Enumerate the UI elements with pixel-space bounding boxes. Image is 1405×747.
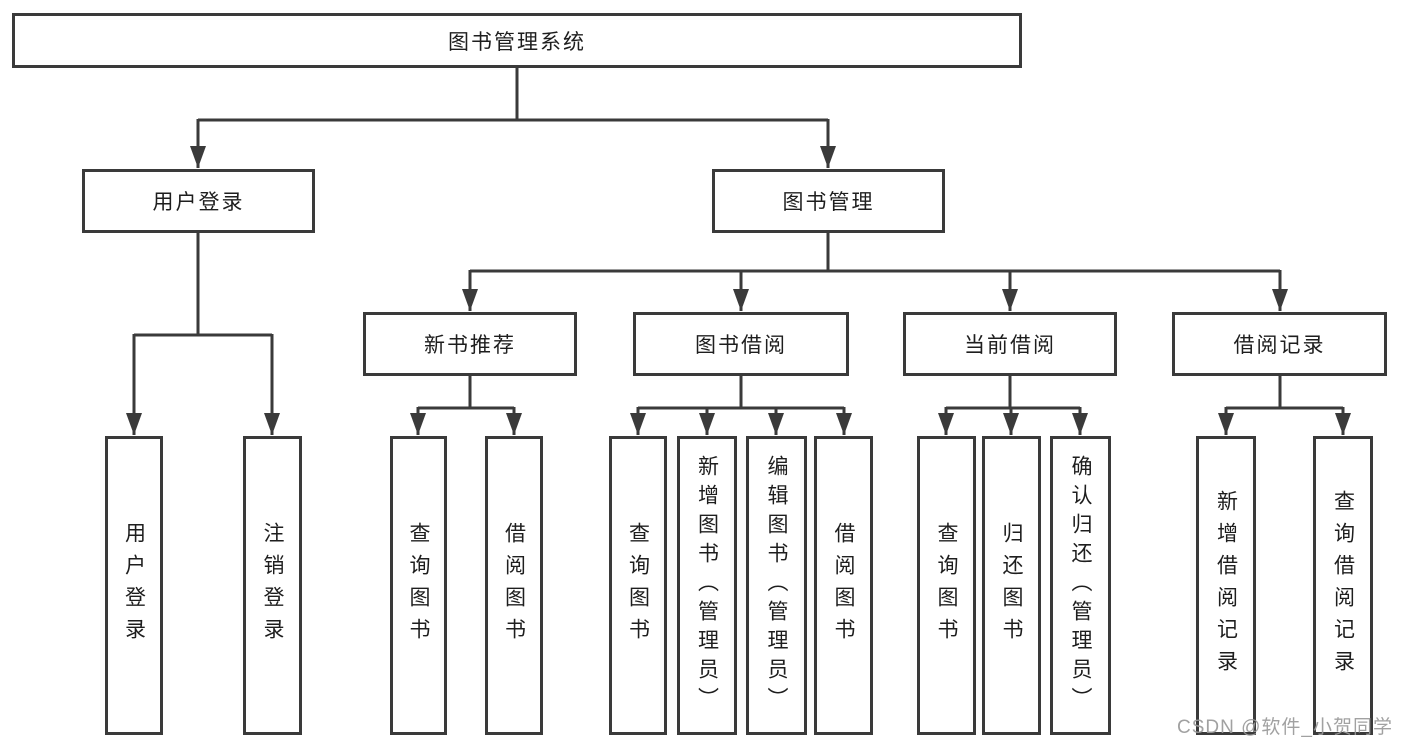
node-new-book-recommend: 新书推荐: [363, 312, 577, 376]
node-label: 图书管理: [782, 191, 875, 214]
node-user-login: 用户登录: [82, 169, 315, 233]
node-add-borrow-record: 新增借阅记录: [1196, 436, 1256, 735]
node-query-borrow-record: 查询借阅记录: [1313, 436, 1373, 735]
node-label: 借阅图书: [502, 521, 526, 650]
node-return-book: 归还图书: [982, 436, 1041, 735]
node-label: 查询借阅记录: [1331, 489, 1355, 682]
node-label: 新书推荐: [424, 334, 516, 357]
node-label: 图书借阅: [695, 334, 787, 357]
node-query-books-current: 查询图书: [917, 436, 976, 735]
node-label: 查询图书: [407, 521, 430, 650]
csdn-watermark: CSDN @软件_小贺同学: [1177, 717, 1393, 738]
node-library-management-system: 图书管理系统: [12, 13, 1022, 68]
node-borrow-books-recommend: 借阅图书: [485, 436, 543, 735]
node-label: 用户登录: [152, 191, 245, 214]
node-user-login-leaf: 用户登录: [105, 436, 163, 735]
node-add-book-admin: 新增图书（管理员）: [677, 436, 737, 735]
node-label: 编辑图书（管理员）: [765, 455, 788, 716]
node-confirm-return-admin: 确认归还（管理员）: [1050, 436, 1111, 735]
node-current-borrow: 当前借阅: [903, 312, 1117, 376]
node-label: 新增图书（管理员）: [695, 455, 719, 716]
node-label: 图书管理系统: [448, 30, 586, 54]
node-query-books-borrow: 查询图书: [609, 436, 667, 735]
node-book-management: 图书管理: [712, 169, 945, 233]
node-label: 当前借阅: [964, 334, 1056, 357]
node-book-borrow: 图书借阅: [633, 312, 849, 376]
node-borrow-record: 借阅记录: [1172, 312, 1387, 376]
node-query-books-recommend: 查询图书: [390, 436, 447, 735]
node-label: 归还图书: [1000, 521, 1023, 650]
node-label: 注销登录: [261, 521, 284, 650]
node-label: 查询图书: [626, 521, 650, 650]
node-label: 新增借阅记录: [1214, 489, 1238, 682]
node-label: 借阅记录: [1233, 334, 1326, 357]
node-label: 用户登录: [122, 521, 146, 650]
node-edit-book-admin: 编辑图书（管理员）: [746, 436, 807, 735]
node-label: 查询图书: [935, 521, 958, 650]
node-label: 确认归还（管理员）: [1069, 455, 1092, 716]
node-label: 借阅图书: [832, 521, 855, 650]
node-borrow-books-leaf: 借阅图书: [814, 436, 873, 735]
node-logout: 注销登录: [243, 436, 302, 735]
